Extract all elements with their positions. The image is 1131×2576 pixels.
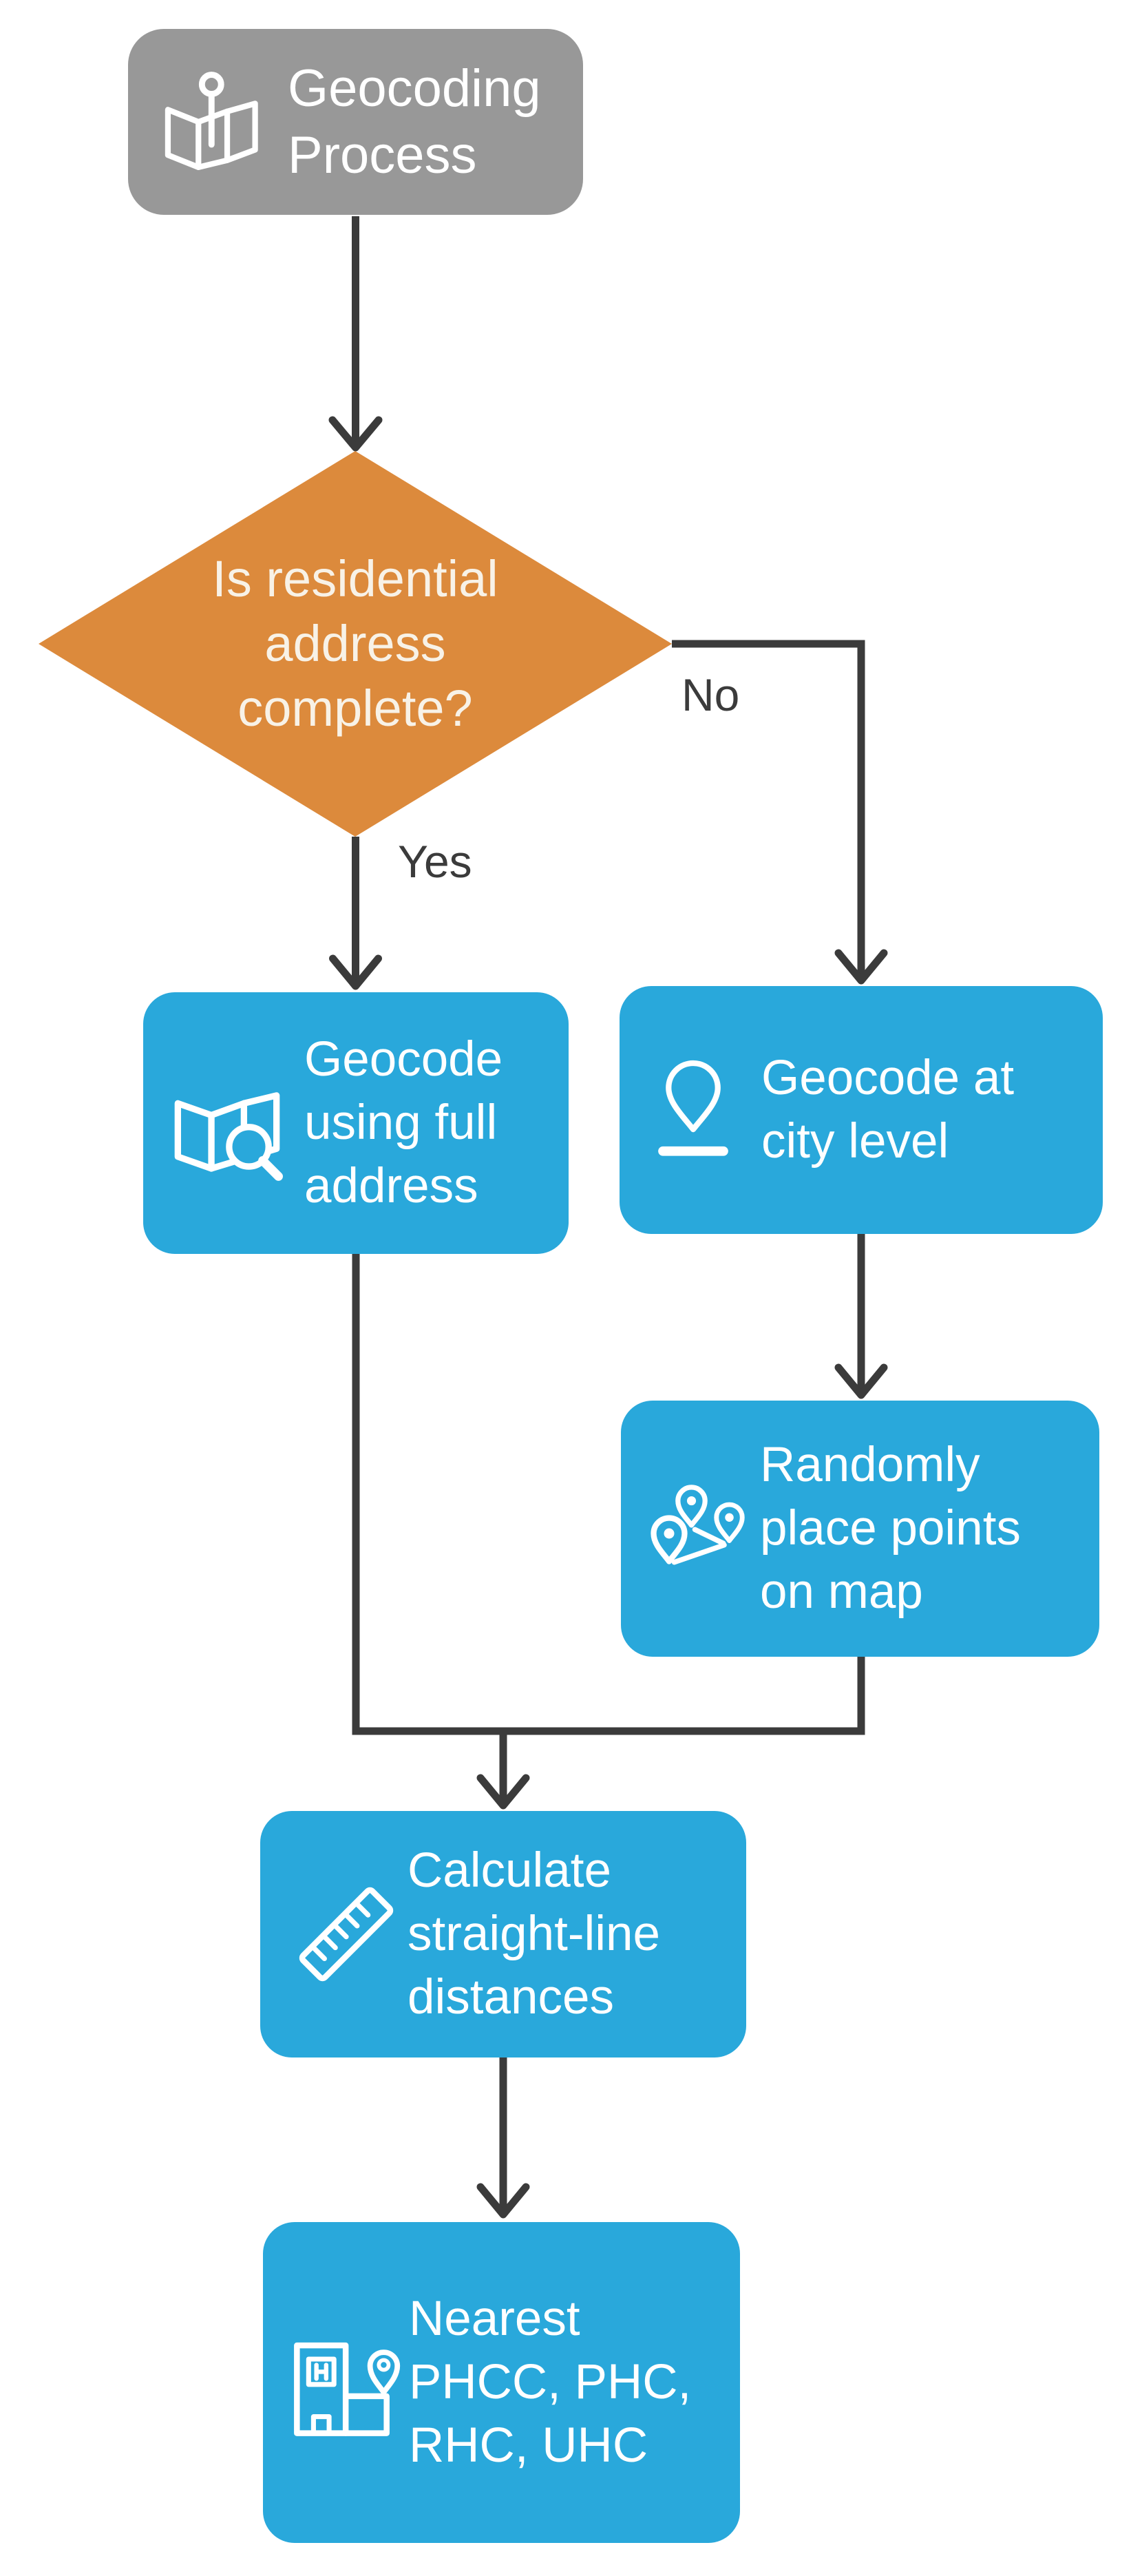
node-label: Nearest PHCC, PHC, RHC, UHC: [409, 2291, 692, 2473]
scatter-pins-icon: [648, 1477, 752, 1580]
node-label: Geocode at city level: [761, 1050, 1015, 1169]
node-randomly-place-points: Randomly place points on map: [621, 1401, 1099, 1657]
arrowhead-icon: [328, 416, 383, 452]
edge-merge-line: [352, 1253, 865, 1735]
edge-label-yes: Yes: [398, 836, 472, 887]
node-label: Calculate straight-line distances: [408, 1843, 660, 2025]
hospital-pin-icon: [289, 2324, 406, 2441]
edge-decision-no: [672, 640, 865, 979]
node-label: Geocoding Process: [288, 59, 541, 185]
location-pin-icon: [655, 1056, 731, 1164]
node-label: Is residential address complete?: [212, 550, 498, 737]
arrowhead-icon: [476, 2183, 530, 2219]
node-calculate-distances: Calculate straight-line distances: [260, 1811, 746, 2057]
map-pin-icon: [158, 70, 263, 174]
arrowhead-icon: [329, 954, 382, 990]
arrowhead-icon: [476, 1774, 530, 1810]
ruler-icon: [292, 1880, 401, 1989]
edge-label-no: No: [681, 669, 740, 720]
node-label: Geocode using full address: [304, 1032, 503, 1214]
node-geocoding-process: Geocoding Process: [128, 29, 583, 215]
node-label: Randomly place points on map: [760, 1437, 1021, 1620]
arrowhead-icon: [834, 1363, 888, 1399]
node-geocode-full-address: Geocode using full address: [143, 992, 569, 1254]
node-geocode-city-level: Geocode at city level: [620, 986, 1103, 1234]
arrowhead-icon: [834, 949, 888, 985]
map-search-icon: [168, 1064, 286, 1182]
node-nearest-facilities: Nearest PHCC, PHC, RHC, UHC: [263, 2222, 740, 2543]
